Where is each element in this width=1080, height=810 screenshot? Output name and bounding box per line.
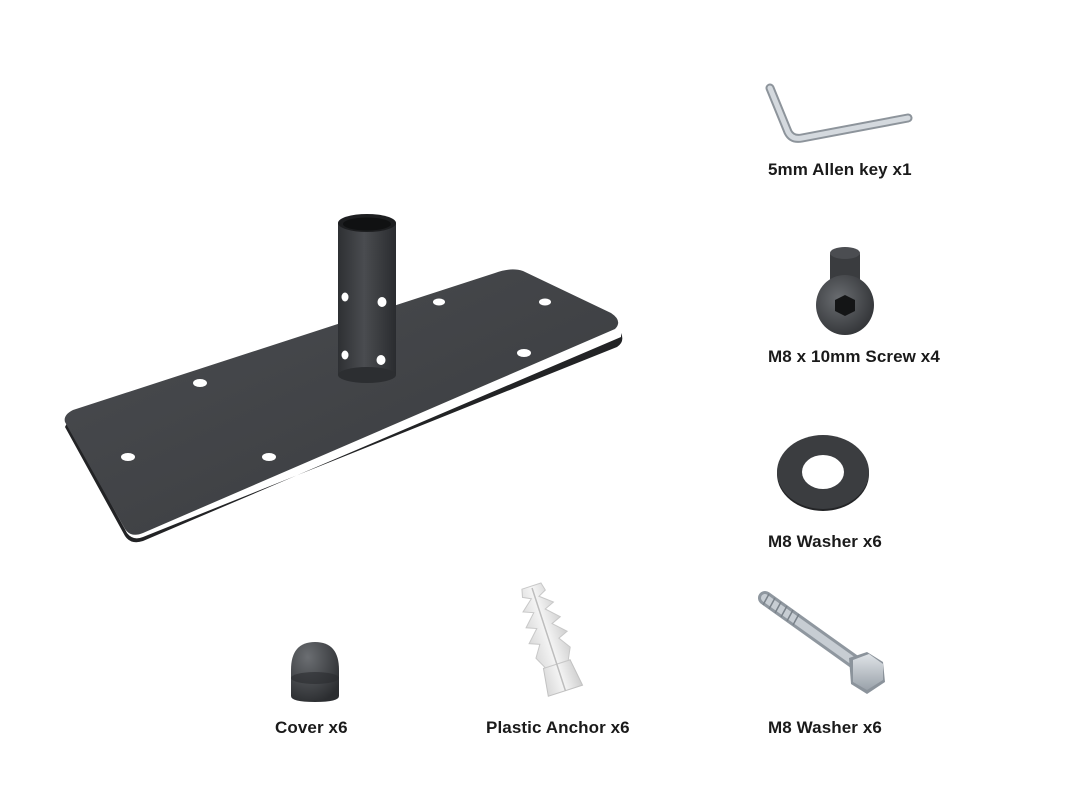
anchor-label: Plastic Anchor x6 [486,718,630,737]
screw-label: M8 x 10mm Screw x4 [768,347,940,366]
hex-bolt-icon [755,588,895,703]
cover-cap-icon [285,638,345,708]
allen-key-icon [760,80,920,150]
washer-icon [775,432,875,512]
plastic-anchor-icon [505,575,595,710]
button-head-screw-icon [810,245,880,340]
bolt-label: M8 Washer x6 [768,718,882,737]
washer-label: M8 Washer x6 [768,532,882,551]
cover-label: Cover x6 [275,718,348,737]
base-plate-icon [55,205,635,545]
allen-key-label: 5mm Allen key x1 [768,160,912,179]
